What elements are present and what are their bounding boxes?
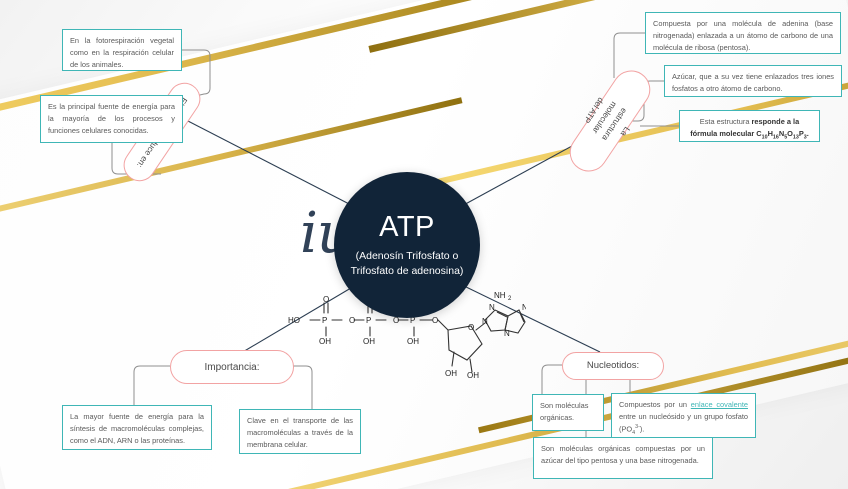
enlace-covalente-link[interactable]: enlace covalente: [690, 400, 748, 409]
info-box-enlace-covalente-text: Compuestos por un enlace covalente entre…: [619, 399, 748, 438]
info-box-pentosa[interactable]: Son moléculas orgánicas compuestas por u…: [533, 437, 713, 479]
svg-text:OH: OH: [363, 337, 375, 346]
connector-produce-top: [178, 49, 211, 101]
central-node-atp[interactable]: ATP (Adenosín Trifosfato o Trifosfato de…: [334, 172, 480, 318]
svg-text:OH: OH: [445, 369, 457, 378]
info-box-compuesta-adenina[interactable]: Compuesta por una molécula de adenina (b…: [645, 12, 841, 54]
info-box-mayor-fuente[interactable]: La mayor fuente de energía para la sínte…: [62, 405, 212, 450]
connector-estructura-top: [613, 32, 645, 78]
covalente-end: ).: [639, 424, 645, 434]
covalente-middle: entre un nucleósido y un grupo fosfato (…: [619, 411, 748, 434]
svg-text:OH: OH: [407, 337, 419, 346]
covalente-sub: 4: [632, 429, 636, 436]
info-box-formula-molecular-text: Esta estructura responde a la fórmula mo…: [687, 116, 812, 142]
info-box-transporte-text: Clave en el transporte de las macromoléc…: [247, 416, 353, 449]
formula-bold: responde a la fórmula molecular C10H16N5…: [690, 117, 809, 141]
formula-prefix: Esta estructura: [699, 117, 752, 126]
info-box-fotorespiracion-text: En la fotorespiración vegetal como en la…: [70, 36, 174, 69]
svg-text:P: P: [410, 316, 415, 325]
branch-node-nucleotidos-label: Nucleotidos:: [586, 359, 640, 371]
spoke-to-nucleotidos: [461, 284, 601, 353]
info-box-fuente-energia[interactable]: Es la principal fuente de energía para l…: [40, 95, 183, 143]
connector-produce-bottom: [111, 143, 161, 175]
svg-text:P: P: [322, 316, 327, 325]
info-box-pentosa-text: Son moléculas orgánicas compuestas por u…: [541, 444, 705, 465]
connector-importancia-right: [292, 365, 313, 409]
svg-text:OH: OH: [467, 371, 479, 380]
info-box-enlace-covalente[interactable]: Compuestos por un enlace covalente entre…: [611, 393, 756, 438]
svg-text:N: N: [504, 329, 510, 338]
info-box-mayor-fuente-text: La mayor fuente de energía para la sínte…: [70, 412, 204, 445]
connector-nucleotidos-left: [541, 364, 562, 394]
formula-sub-h: 16: [772, 134, 779, 141]
formula-sub-p: 3: [803, 134, 807, 141]
branch-node-nucleotidos[interactable]: Nucleotidos:: [562, 352, 664, 380]
svg-text:N: N: [522, 303, 526, 312]
svg-text:O: O: [393, 316, 399, 325]
hub-subtitle: (Adenosín Trifosfato o Trifosfato de ade…: [350, 249, 464, 277]
info-box-moleculas-organicas-text: Son moléculas orgánicas.: [540, 401, 589, 422]
svg-text:O: O: [349, 316, 355, 325]
hub-title: ATP: [379, 210, 435, 243]
spoke-to-importancia: [235, 284, 357, 357]
svg-text:OH: OH: [319, 337, 331, 346]
svg-text:HO: HO: [288, 316, 300, 325]
info-box-formula-molecular[interactable]: Esta estructura responde a la fórmula mo…: [679, 110, 820, 142]
info-box-azucar[interactable]: Azúcar, que a su vez tiene enlazados tre…: [664, 65, 842, 97]
svg-text:N: N: [482, 317, 488, 326]
info-box-fotorespiracion[interactable]: En la fotorespiración vegetal como en la…: [62, 29, 182, 71]
info-box-fuente-energia-text: Es la principal fuente de energía para l…: [48, 102, 175, 135]
svg-text:NH: NH: [494, 291, 506, 300]
formula-sub-n: 5: [784, 134, 788, 141]
svg-text:N: N: [489, 303, 495, 312]
info-box-compuesta-adenina-text: Compuesta por una molécula de adenina (b…: [653, 19, 833, 52]
branch-node-importancia[interactable]: Importancia:: [170, 350, 294, 384]
svg-text:O: O: [432, 316, 438, 325]
svg-text:P: P: [366, 316, 371, 325]
info-box-transporte[interactable]: Clave en el transporte de las macromoléc…: [239, 409, 361, 454]
svg-text:O: O: [468, 323, 474, 332]
info-box-moleculas-organicas[interactable]: Son moléculas orgánicas.: [532, 394, 604, 431]
svg-text:2: 2: [508, 296, 512, 302]
formula-sub-c: 10: [761, 134, 768, 141]
branch-node-importancia-label: Importancia:: [204, 361, 260, 373]
info-box-azucar-text: Azúcar, que a su vez tiene enlazados tre…: [672, 72, 834, 93]
covalente-sup: 3-: [635, 423, 640, 430]
covalente-prefix: Compuestos por un: [619, 400, 691, 409]
formula-sub-o: 13: [792, 134, 799, 141]
connector-importancia-left: [133, 365, 170, 405]
spoke-to-produce: [185, 119, 356, 208]
svg-text:O: O: [323, 295, 329, 304]
